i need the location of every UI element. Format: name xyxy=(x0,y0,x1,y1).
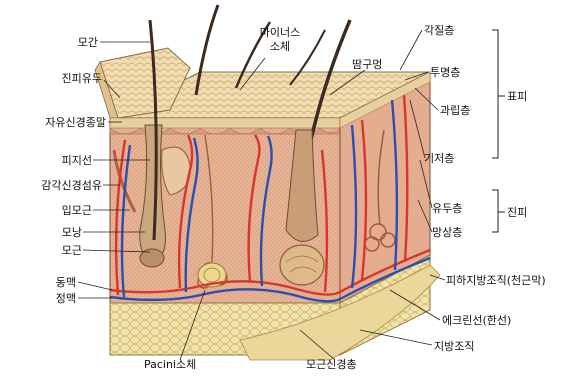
label-arrector-pili: 입모근 xyxy=(30,204,92,217)
label-stratum-granulosum: 과립층 xyxy=(440,104,470,117)
label-hair-root: 모근 xyxy=(30,244,82,257)
label-reticular-layer: 망상층 xyxy=(432,226,462,239)
label-meissner-corpuscle-line2: 소체 xyxy=(245,40,315,53)
label-meissner-corpuscle-line1: 마이너스 xyxy=(245,26,315,39)
label-stratum-basale: 기저층 xyxy=(424,152,454,165)
label-sensory-nerve-fiber: 감각신경섬유 xyxy=(6,179,102,192)
label-hair-root-plexus: 모근신경총 xyxy=(306,358,357,371)
label-hair-shaft: 모간 xyxy=(58,36,98,49)
label-adipose-tissue: 지방조직 xyxy=(434,340,474,353)
label-stratum-lucidum: 투명층 xyxy=(430,66,460,79)
label-subcutaneous-tissue: 피하지방조직(천근막) xyxy=(446,274,546,287)
group-brackets xyxy=(492,30,505,232)
label-group-epidermis: 표피 xyxy=(507,90,527,103)
label-sweat-pore: 땀구멍 xyxy=(352,58,382,71)
label-dermal-papilla: 진피유두 xyxy=(30,72,102,85)
label-stratum-corneum: 각질층 xyxy=(424,24,454,37)
label-artery: 동맥 xyxy=(30,276,76,289)
label-sebaceous-gland: 피지선 xyxy=(30,154,92,167)
label-papillary-layer: 유두층 xyxy=(432,202,462,215)
label-pacinian-corpuscle: Pacini소체 xyxy=(144,358,196,371)
hair-bulb-right xyxy=(280,245,324,285)
label-free-nerve-ending: 자유신경종말 xyxy=(8,116,106,129)
label-eccrine-gland: 에크린선(한선) xyxy=(442,314,511,327)
label-hair-follicle: 모낭 xyxy=(30,226,82,239)
label-group-dermis: 진피 xyxy=(507,206,527,219)
label-vein: 정맥 xyxy=(30,292,76,305)
